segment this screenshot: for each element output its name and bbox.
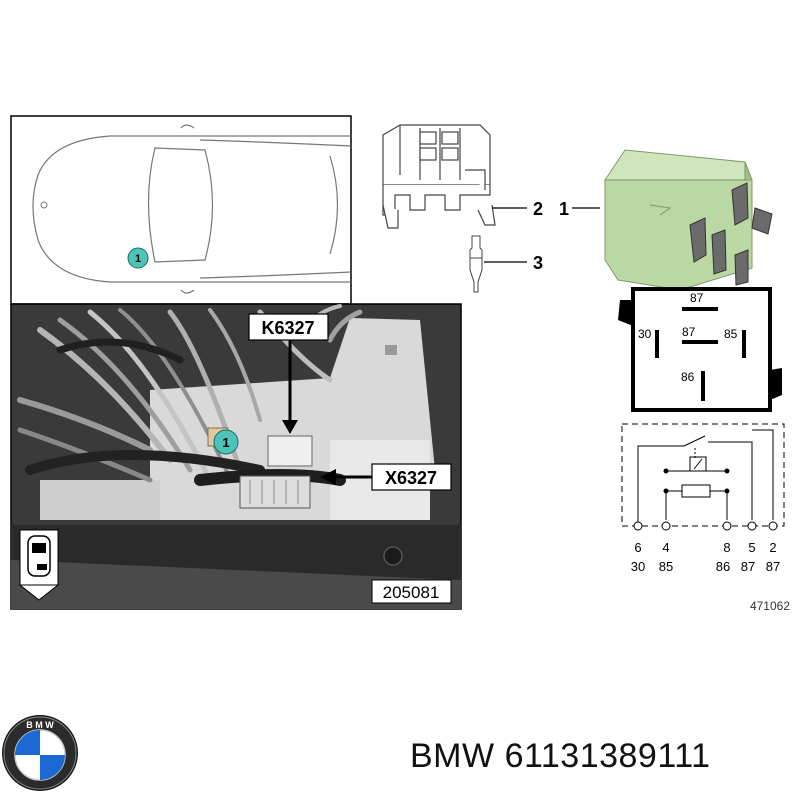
bolt-head [383,546,403,566]
pinout-pin-bottom: 86 [681,370,695,384]
circuit-terminal-86 [722,521,732,531]
car-location-marker: 1 [127,247,149,269]
circuit-terminal-labels: 30 85 86 87 87 [631,559,780,574]
car-location-marker-label: 1 [135,253,141,265]
pinout-pin-right: 85 [724,327,738,341]
circuit-pin-numbers: 6 4 8 5 2 [634,540,776,555]
circuit-terminal-label: 86 [716,559,730,574]
relay-circuit-schematic [621,423,785,531]
pinout-blade-top [682,307,718,311]
circuit-terminal-label: 30 [631,559,645,574]
wire-harness [17,304,363,486]
circuit-pin-number: 8 [723,540,730,555]
circuit-terminal-87b [768,521,778,531]
top-view-car-icon [18,529,60,601]
bmw-logo-icon: B M W [2,715,78,791]
pinout-blade-left [655,330,659,358]
callout-k6327: K6327 [248,313,329,434]
car-location-panel: 1 [10,115,352,305]
photo-number: 205081 [383,583,440,602]
circuit-pin-number: 6 [634,540,641,555]
photo-location-marker-label: 1 [222,435,229,450]
bmw-logo-text: B M W [26,720,54,730]
brand-name: BMW [410,737,495,775]
circuit-terminal-label: 85 [659,559,673,574]
car-hole-marker [40,201,48,209]
item-3-label: 3 [533,253,543,273]
part-number: 61131389111 [504,737,711,775]
diagram-number: 471062 [750,599,790,613]
pinout-pin-top: 87 [690,291,704,305]
item-1-label: 1 [559,199,569,219]
circuit-terminal-87a [747,521,757,531]
item-2-label: 2 [533,199,543,219]
circuit-pin-number: 2 [769,540,776,555]
circuit-terminal-label: 87 [741,559,755,574]
circuit-terminal-label: 87 [766,559,780,574]
pinout-pin-center: 87 [682,325,696,339]
circuit-terminal-85 [661,521,671,531]
relay-k6327-photo [267,435,313,467]
pinout-blade-bottom [701,371,705,401]
pinout-blade-center [682,340,718,344]
circuit-terminal-30 [633,521,643,531]
car-outline [32,124,352,294]
circuit-pin-number: 5 [748,540,755,555]
engine-bay-photo: 1 K6327 X6327 205081 [10,303,462,610]
pinout-blade-right [742,330,746,358]
terminal-pin-drawing [469,235,483,293]
callout-x6327-label: X6327 [385,468,437,488]
circuit-pin-number: 4 [662,540,669,555]
relay-socket-drawing [382,124,496,229]
callout-k6327-label: K6327 [261,318,314,338]
green-relay [604,149,773,291]
pinout-pin-left: 30 [638,327,652,341]
relay-pinout-diagram: 87 30 87 85 86 [618,287,782,412]
photo-location-marker: 1 [213,429,239,455]
callout-x6327: X6327 [320,463,452,491]
